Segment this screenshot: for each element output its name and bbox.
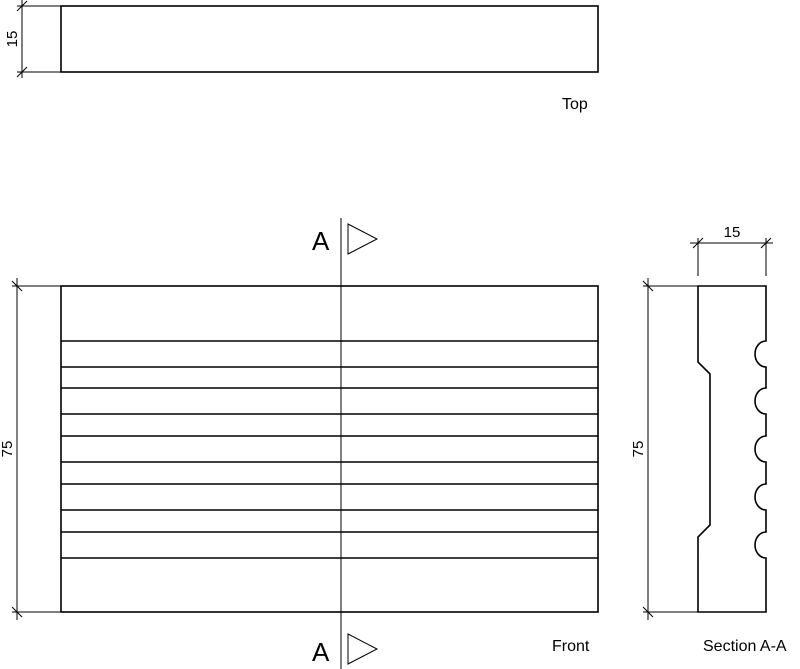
section-marker-bottom: A (312, 633, 379, 667)
section-width-value: 15 (724, 224, 741, 241)
section-marker-top-letter: A (312, 226, 330, 256)
front-height-dimension: 75 (0, 278, 61, 620)
front-height-value: 75 (0, 441, 16, 458)
section-arrow-top (347, 223, 379, 255)
section-marker-bottom-letter: A (312, 637, 330, 667)
section-profile (697, 285, 767, 613)
section-view: 15 75 Section A-A (630, 224, 787, 655)
section-width-dimension: 15 (690, 224, 773, 276)
section-marker-top: A (312, 223, 379, 256)
section-arrow-bottom (347, 633, 379, 665)
top-view-label: Top (562, 96, 588, 113)
front-groove-lines (61, 340, 598, 559)
section-height-dimension: 75 (630, 278, 698, 620)
top-thickness-dimension: 15 (4, 0, 61, 78)
section-height-value: 75 (630, 441, 647, 458)
top-thickness-value: 15 (4, 31, 21, 48)
front-view-label: Front (552, 638, 590, 655)
front-view: A A 75 Front (0, 218, 599, 669)
front-view-outline (60, 285, 599, 613)
top-view-outline (60, 5, 599, 73)
section-view-label: Section A-A (703, 638, 787, 655)
top-view: 15 Top (4, 0, 599, 113)
